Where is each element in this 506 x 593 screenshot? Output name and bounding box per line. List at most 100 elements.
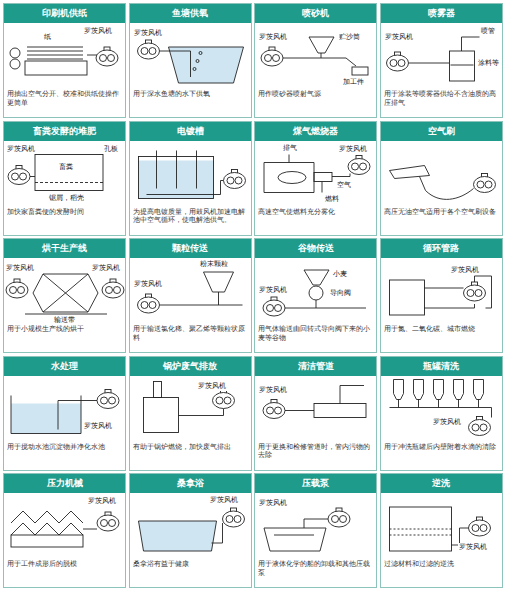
part-label: 锯屑，稻壳 bbox=[48, 194, 85, 203]
illustration-part bbox=[390, 507, 452, 551]
illustration-part bbox=[387, 52, 409, 71]
illustration-part bbox=[33, 274, 98, 312]
cell-caption: 用于搅动水池沉淀物并净化水池 bbox=[7, 443, 122, 452]
part-label: 罗茨风机 bbox=[133, 280, 163, 289]
cell-header: 压力机械 bbox=[4, 474, 125, 493]
air-brush-art bbox=[390, 166, 496, 200]
part-label: 罗茨风机 bbox=[258, 499, 288, 508]
cell-caption: 桑拿浴有益于健康 bbox=[133, 560, 248, 569]
illustration-part bbox=[139, 157, 214, 199]
illustration-part bbox=[309, 37, 334, 53]
illustration-part bbox=[261, 47, 283, 66]
application-cell: 畜粪发酵的堆肥加快家畜粪便的发酵时间 bbox=[3, 121, 126, 236]
sprayer-art bbox=[387, 37, 480, 81]
illustration-part bbox=[426, 189, 474, 200]
cell-header: 空气刷 bbox=[381, 122, 502, 141]
cell-caption: 高压无油空气适用于各个空气刷设备 bbox=[384, 208, 499, 217]
illustration-part bbox=[6, 279, 28, 298]
cell-header: 颗粒传送 bbox=[130, 239, 251, 258]
illustration-part bbox=[179, 409, 224, 416]
illustration-part bbox=[425, 276, 492, 308]
illustration-part bbox=[309, 286, 323, 300]
illustration-part bbox=[390, 408, 492, 418]
application-cell: 煤气燃烧器高速空气使燃料充分雾化 bbox=[254, 121, 377, 236]
fish-pond-art bbox=[138, 40, 244, 83]
illustration-part bbox=[420, 177, 426, 191]
illustration-part bbox=[474, 174, 496, 193]
illustration-part bbox=[147, 181, 224, 195]
illustration-part bbox=[139, 521, 217, 551]
application-cell: 清洁管道用于更换和检修管道时，管内污物的去除 bbox=[254, 356, 377, 471]
application-cell: 印刷机供纸用抽出空气分开、校准和供纸使操作更简单 bbox=[3, 3, 126, 118]
part-label: 加工件 bbox=[342, 78, 365, 87]
illustration-part bbox=[30, 176, 35, 177]
illustration-part bbox=[212, 523, 223, 543]
cell-header: 瓶罐清洗 bbox=[381, 357, 502, 376]
cell-caption: 用于涂装等喷雾器供给不含油质的高压排气 bbox=[384, 90, 499, 107]
cell-header: 煤气燃烧器 bbox=[255, 122, 376, 141]
application-cell: 颗粒传送用于输送氯化稀、聚乙烯等颗粒状原料 bbox=[129, 238, 252, 353]
cell-header: 电镀槽 bbox=[130, 122, 251, 141]
illustration-part bbox=[314, 173, 332, 182]
part-label: 罗茨风机 bbox=[209, 496, 239, 505]
cell-header: 鱼塘供氧 bbox=[130, 4, 251, 23]
application-cell: 逆洗过滤材料和过滤的逆洗 bbox=[380, 473, 503, 588]
paper-feed-art bbox=[10, 47, 118, 75]
illustration-part bbox=[139, 161, 214, 199]
cell-header: 清洁管道 bbox=[255, 357, 376, 376]
illustration-part bbox=[348, 156, 370, 175]
illustration-part bbox=[27, 47, 83, 59]
application-cell: 瓶罐清洗用于冲洗瓶罐后内壁附着水滴的清除 bbox=[380, 356, 503, 471]
cell-caption: 用于深水鱼塘的水下供氧 bbox=[133, 90, 248, 99]
part-label: 罗茨风机 bbox=[83, 27, 113, 36]
cell-caption: 用于输送氯化稀、聚乙烯等颗粒状原料 bbox=[133, 325, 248, 342]
illustration-part bbox=[263, 400, 285, 419]
illustration-part bbox=[304, 519, 328, 528]
pellet-conveying-art bbox=[138, 272, 243, 313]
part-label: 导向阀 bbox=[329, 289, 352, 298]
illustration-part bbox=[83, 529, 97, 530]
cell-caption: 用于更换和检修管道时，管内污物的去除 bbox=[258, 443, 373, 460]
cell-caption: 用于液体化学的船的卸载和其他压载泵 bbox=[258, 560, 373, 577]
part-label: 贮沙筒 bbox=[338, 33, 361, 42]
cell-header: 桑拿浴 bbox=[130, 474, 251, 493]
cell-caption: 为提高电镀质量，用鼓风机加速电解池中空气循环，使电解池供气。 bbox=[133, 208, 248, 225]
application-cell: 谷物传送用气体输送由回转式导向阀下来的小麦等谷物 bbox=[254, 238, 377, 353]
illustration-part bbox=[11, 535, 83, 547]
part-label: 罗茨风机 bbox=[432, 418, 462, 427]
illustration-part bbox=[450, 51, 475, 81]
illustration-part bbox=[199, 52, 202, 55]
cell-header: 谷物传送 bbox=[255, 239, 376, 258]
water-treatment-art bbox=[11, 390, 119, 434]
part-label: 孔板 bbox=[103, 145, 119, 154]
application-cell: 桑拿浴桑拿浴有益于健康 bbox=[129, 473, 252, 588]
bottle-washing-art bbox=[390, 380, 492, 436]
illustration-part bbox=[285, 410, 314, 411]
cell-caption: 用于氮、二氧化碳、城市燃烧 bbox=[384, 325, 499, 334]
illustration-part bbox=[97, 512, 119, 531]
illustration-part bbox=[464, 282, 486, 301]
ballast-pump-art bbox=[264, 508, 350, 551]
illustration-part bbox=[144, 398, 179, 433]
application-cell: 空气刷高压无油空气适用于各个空气刷设备 bbox=[380, 121, 503, 236]
illustration-part bbox=[102, 279, 124, 298]
cell-caption: 有助于锅炉燃烧，加快废气排出 bbox=[133, 443, 248, 452]
backwash-art bbox=[390, 507, 491, 551]
gas-burner-art bbox=[264, 155, 370, 193]
part-label: 罗茨风机 bbox=[258, 386, 288, 395]
illustration-part bbox=[264, 163, 314, 193]
press-art bbox=[11, 511, 119, 547]
application-cell: 电镀槽为提高电镀质量，用鼓风机加速电解池中空气循环，使电解池供气。 bbox=[129, 121, 252, 236]
part-label: 粉末颗粒 bbox=[199, 260, 229, 269]
sauna-art bbox=[139, 508, 245, 551]
part-label: 空气 bbox=[336, 181, 352, 190]
illustration-part bbox=[394, 380, 484, 400]
part-label: 罗茨风机 bbox=[91, 264, 121, 273]
cell-header: 喷砂机 bbox=[255, 4, 376, 23]
part-label: 罗茨风机 bbox=[338, 145, 368, 154]
illustration-part bbox=[169, 47, 244, 83]
cell-caption: 加快家畜粪便的发酵时间 bbox=[7, 208, 122, 217]
illustration-part bbox=[285, 300, 366, 308]
illustration-part bbox=[274, 535, 314, 536]
